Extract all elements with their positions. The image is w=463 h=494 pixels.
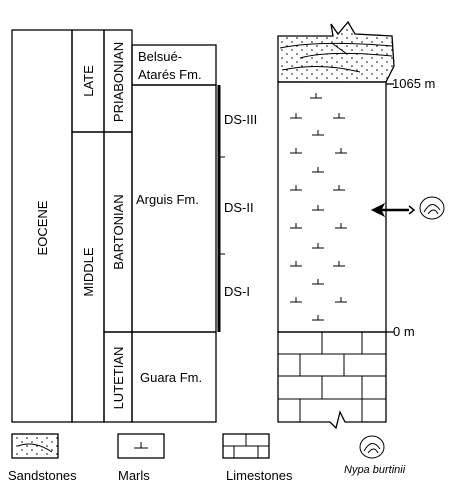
limestone-bricks bbox=[278, 332, 386, 422]
sequence-ticks bbox=[219, 156, 225, 255]
guara-label: Guara Fm. bbox=[140, 370, 202, 385]
epoch-label: EOCENE bbox=[35, 200, 50, 255]
bartonian-label: BARTONIAN bbox=[111, 194, 126, 269]
limestone-interval bbox=[277, 331, 387, 430]
legend-limestone-swatch bbox=[222, 433, 270, 459]
belsue-label-line1: Belsué- bbox=[138, 49, 182, 64]
sequence-label-ds3: DS-III bbox=[224, 112, 257, 127]
legend-marl-swatch bbox=[117, 433, 165, 459]
guara-cell bbox=[131, 331, 217, 423]
fossil-occurrence-arrow bbox=[370, 202, 416, 218]
nypa-fruit-icon bbox=[419, 196, 445, 220]
base-depth-label: 0 m bbox=[393, 324, 415, 339]
belsue-label-line2: Atarés Fm. bbox=[138, 67, 202, 82]
legend-limestones-label: Limestones bbox=[226, 468, 293, 483]
legend-fossil-label: Nypa burtinii bbox=[344, 464, 406, 476]
late-label: LATE bbox=[81, 65, 96, 97]
legend-sandstones-label: Sandstones bbox=[8, 468, 77, 483]
arguis-cell bbox=[131, 84, 217, 333]
lithologic-column bbox=[277, 20, 395, 430]
sandstone-cap bbox=[277, 20, 395, 83]
arguis-label: Arguis Fm. bbox=[136, 192, 199, 207]
cross-bedding bbox=[279, 42, 393, 73]
legend-marls-label: Marls bbox=[118, 468, 150, 483]
chronostratigraphic-table bbox=[11, 29, 217, 423]
marl-symbols bbox=[290, 93, 347, 321]
middle-label: MIDDLE bbox=[81, 247, 96, 296]
lutetian-label: LUTETIAN bbox=[111, 347, 126, 410]
sequence-label-ds1: DS-I bbox=[224, 284, 250, 299]
sequence-label-ds2: DS-II bbox=[224, 200, 254, 215]
legend-sandstone-swatch bbox=[11, 433, 59, 459]
priabonian-label: PRIABONIAN bbox=[111, 42, 126, 122]
marl-interval bbox=[277, 81, 387, 333]
top-depth-label: 1065 m bbox=[392, 76, 435, 91]
legend-nypa-icon bbox=[359, 435, 385, 459]
legend bbox=[11, 433, 385, 459]
